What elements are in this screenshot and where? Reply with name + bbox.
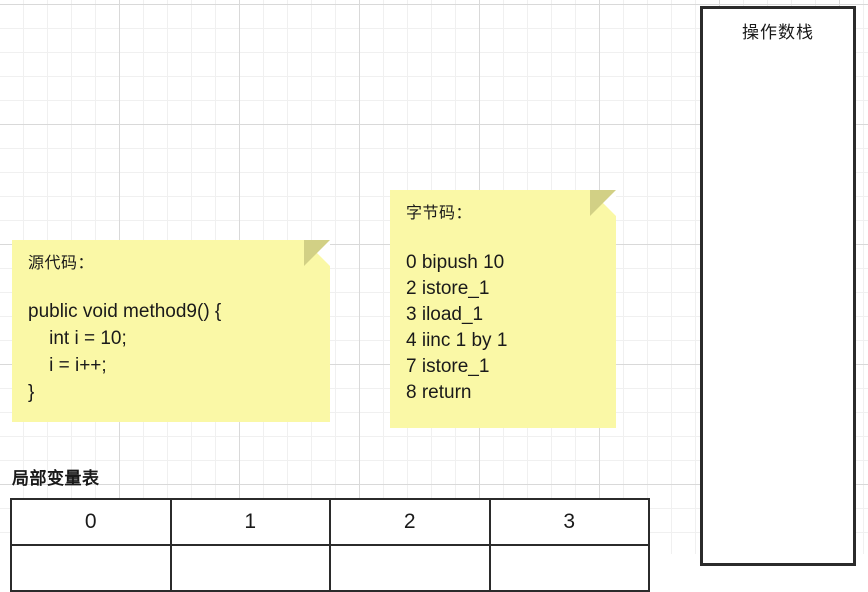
lvt-slot-header-3: 3 bbox=[488, 498, 650, 546]
lvt-slot-header-1: 1 bbox=[169, 498, 331, 546]
page-fold-shadow-icon bbox=[590, 190, 616, 216]
operand-stack-panel: 操作数栈 bbox=[700, 6, 856, 566]
source-code-note-body: public void method9() { int i = 10; i = … bbox=[28, 301, 222, 403]
lvt-slot-value-2[interactable] bbox=[329, 544, 491, 592]
local-variable-table: 0 1 2 3 bbox=[10, 498, 650, 592]
bytecode-note-body: 0 bipush 10 2 istore_1 3 iload_1 4 iinc … bbox=[406, 252, 508, 403]
lvt-slot-header-2: 2 bbox=[329, 498, 491, 546]
source-code-note[interactable]: 源代码： public void method9() { int i = 10;… bbox=[12, 240, 330, 422]
local-variable-table-body: 0 1 2 3 bbox=[10, 498, 650, 592]
source-code-note-title: 源代码： bbox=[28, 255, 95, 272]
lvt-slot-header-0: 0 bbox=[10, 498, 172, 546]
local-variable-table-label: 局部变量表 bbox=[12, 469, 100, 488]
bytecode-note[interactable]: 字节码： 0 bipush 10 2 istore_1 3 iload_1 4 … bbox=[390, 190, 616, 428]
lvt-slot-value-1[interactable] bbox=[169, 544, 331, 592]
operand-stack-title: 操作数栈 bbox=[742, 23, 814, 42]
page-fold-shadow-icon bbox=[304, 240, 330, 266]
table-row-headers: 0 1 2 3 bbox=[10, 498, 650, 546]
lvt-slot-value-0[interactable] bbox=[10, 544, 172, 592]
table-row bbox=[10, 544, 650, 592]
lvt-slot-value-3[interactable] bbox=[488, 544, 650, 592]
bytecode-note-title: 字节码： bbox=[406, 205, 473, 222]
